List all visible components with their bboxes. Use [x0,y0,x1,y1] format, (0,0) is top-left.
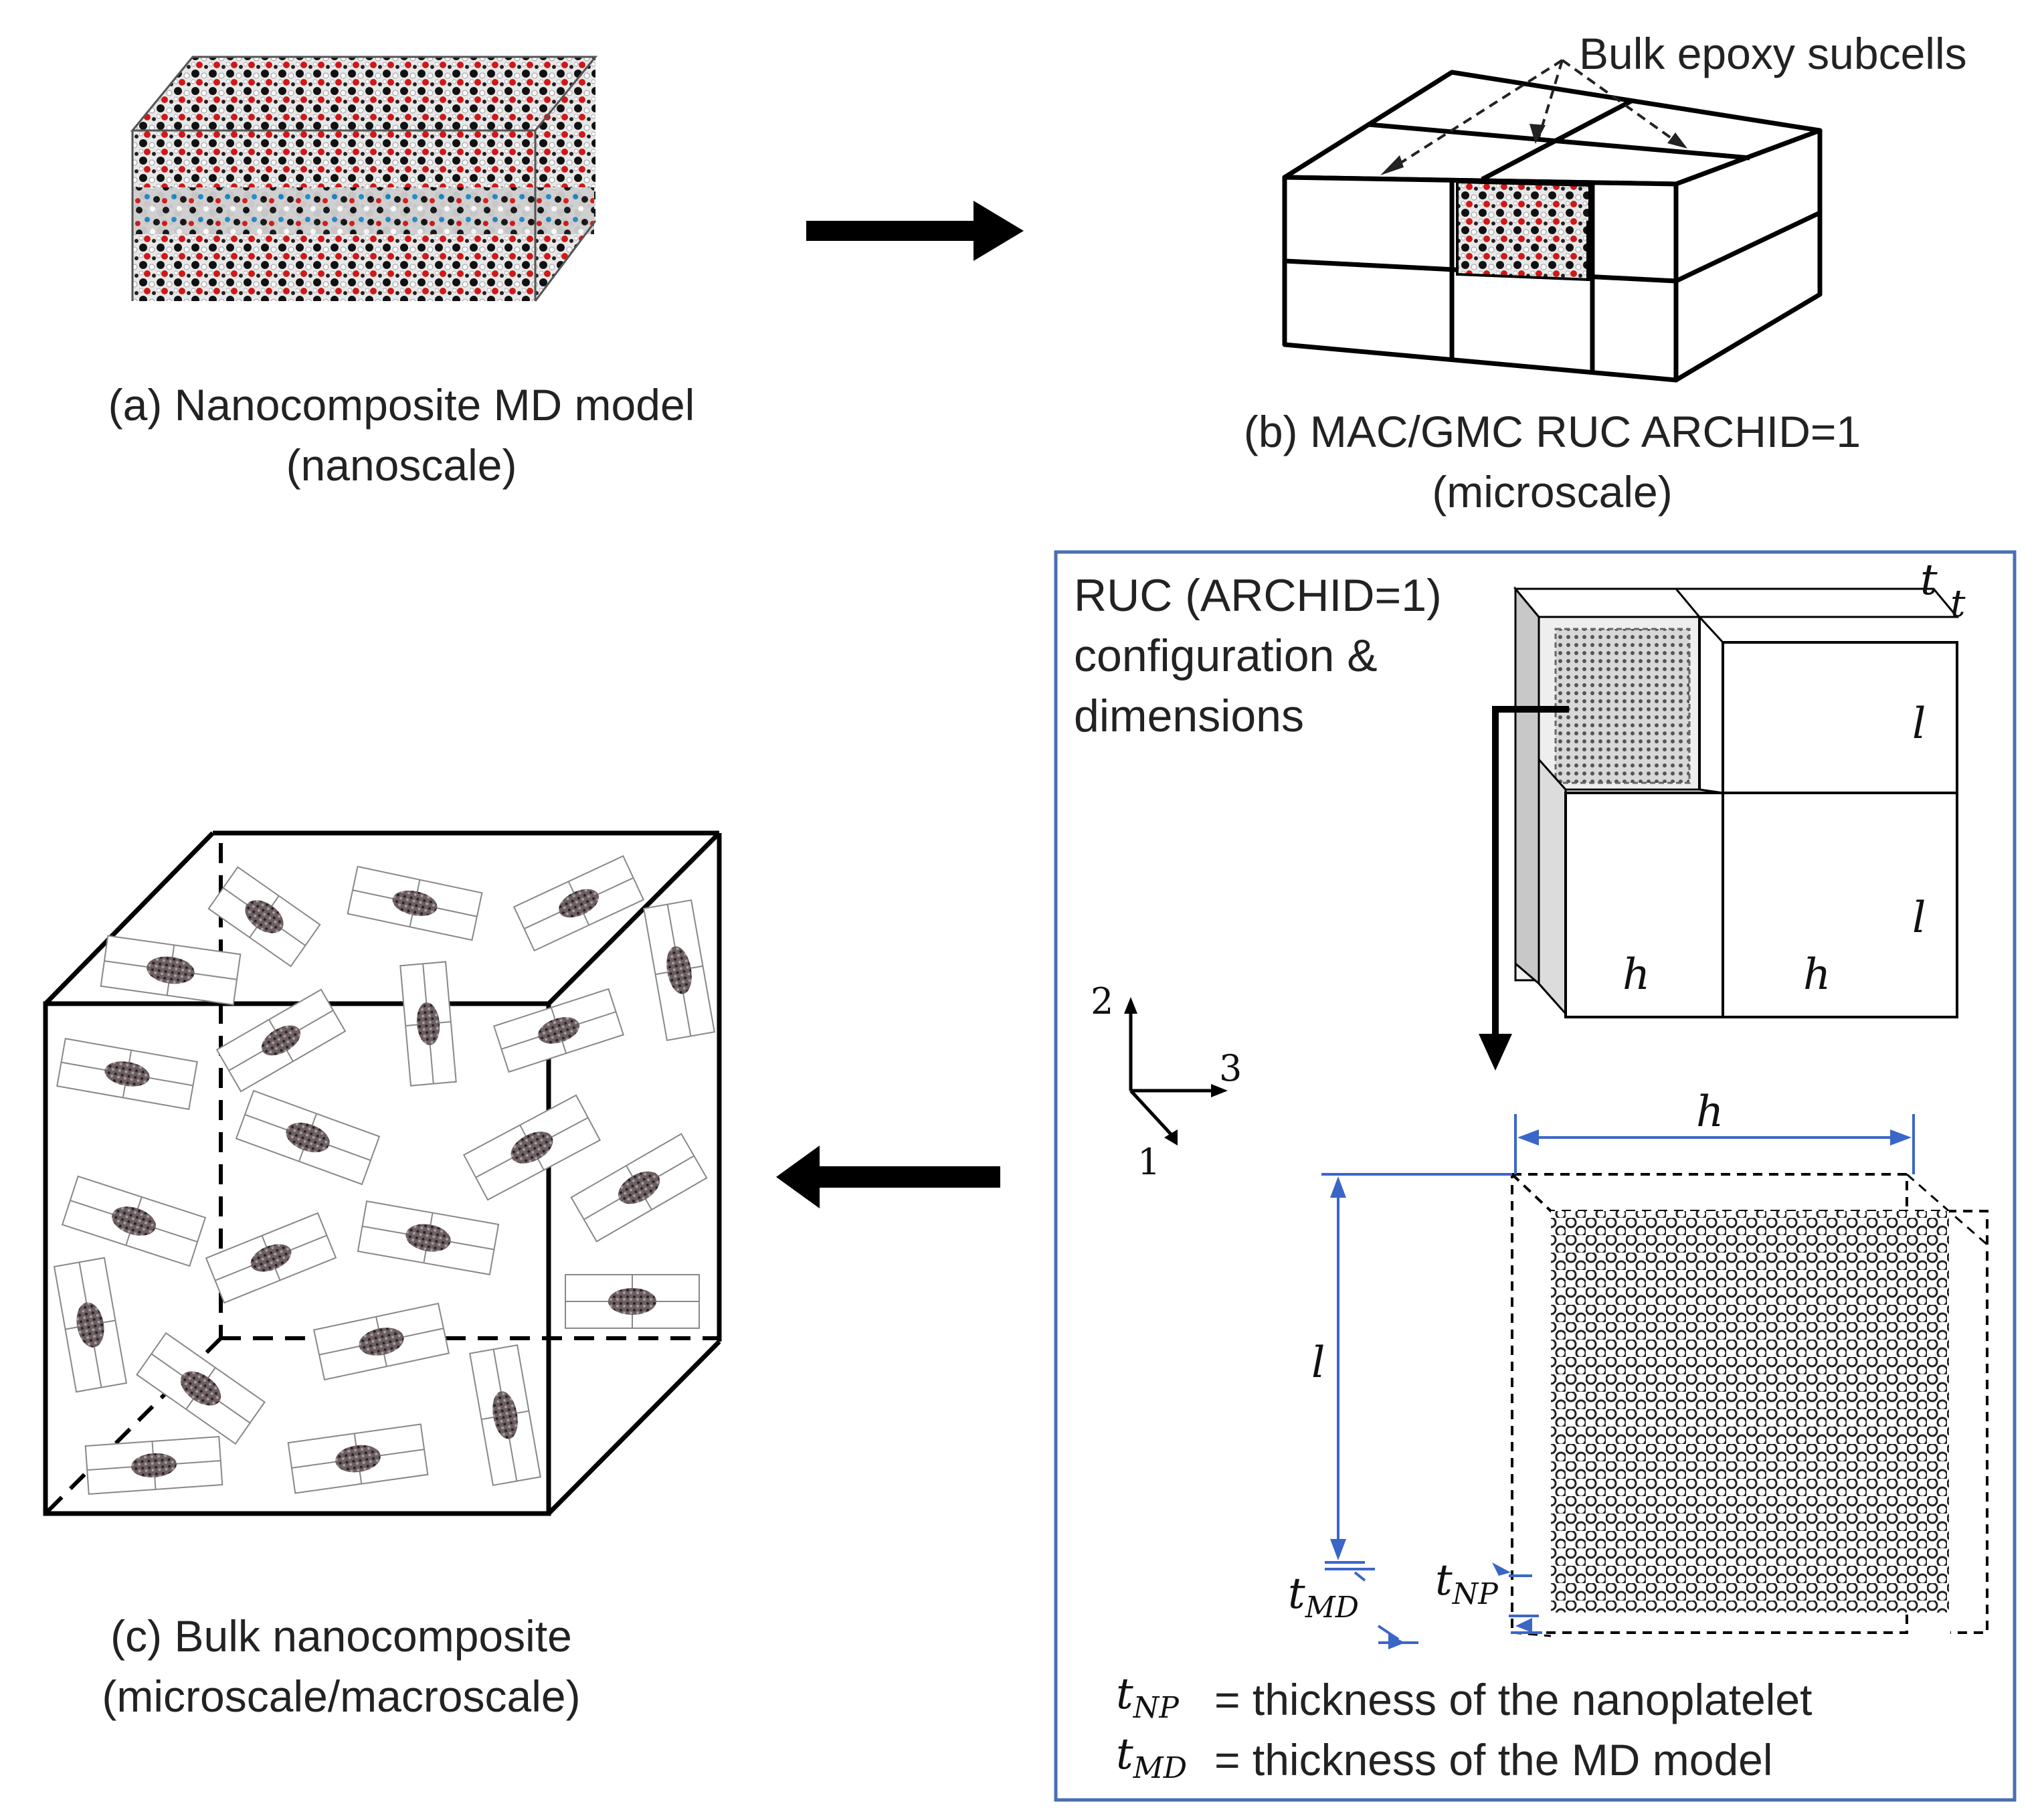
bulk-epoxy-arrowheads [1380,124,1687,175]
legend-np-desc: = thickness of the nanoplatelet [1214,1675,1813,1724]
dimension-lines [1321,1114,1915,1649]
legend-md-base: t [1116,1730,1133,1779]
md-model-image [130,56,598,302]
dim-l-1: l [1912,699,1926,749]
caption-a: (a) Nanocomposite MD model (nanoscale) [54,375,749,495]
caption-a-line1: (a) Nanocomposite MD model [108,380,695,430]
dim-t-1: t [1920,555,1938,605]
legend-t-md-symbol: tMD [1116,1730,1187,1785]
dim-t-2: t [1950,582,1966,626]
t-md-sub: MD [1305,1590,1360,1625]
axis-3-label: 3 [1219,1047,1242,1089]
bulk-epoxy-pointer-arrows [1387,59,1681,172]
ruc-title-line1: RUC (ARCHID=1) [1074,570,1442,621]
arrow-right [806,201,1024,261]
caption-c: (c) Bulk nanocomposite (microscale/macro… [40,1606,642,1726]
ruc-title-line2: configuration & [1074,630,1378,681]
caption-a-line2: (nanoscale) [286,440,517,490]
dim-t-md: tMD [1288,1569,1359,1625]
caption-b-line1: (b) MAC/GMC RUC ARCHID=1 [1243,407,1861,456]
axis-2-label: 2 [1091,980,1114,1022]
bulk-epoxy-label: Bulk epoxy subcells [1579,29,1967,78]
nanoplatelet-detail [1511,1173,1988,1637]
axis-1-label: 1 [1137,1141,1161,1183]
md-subcell-image [1456,180,1593,282]
legend-md-desc: = thickness of the MD model [1214,1735,1773,1785]
down-arrow [1479,706,1569,1071]
dim-h-1: h [1622,950,1651,1000]
dim-h-2: h [1803,950,1831,1000]
caption-c-line2: (microscale/macroscale) [102,1671,581,1721]
caption-c-line1: (c) Bulk nanocomposite [110,1611,572,1661]
ruc-title-line3: dimensions [1074,691,1304,741]
arrow-left [776,1146,1000,1208]
legend-t-np-symbol: tNP [1116,1669,1179,1725]
dim-h-platelet: h [1696,1087,1724,1137]
ruc-detail-frame [1054,550,2017,1802]
dim-l-2: l [1912,893,1926,943]
legend-np-sub: NP [1133,1691,1179,1725]
t-np-base: t [1435,1556,1453,1605]
bulk-cube [43,830,722,1516]
dim-l-platelet: l [1311,1338,1325,1388]
legend-md-sub: MD [1133,1751,1188,1785]
caption-b-line2: (microscale) [1432,467,1673,517]
t-md-base: t [1288,1569,1305,1619]
t-np-sub: NP [1452,1577,1498,1611]
dim-t-np: tNP [1435,1556,1498,1611]
caption-b: (b) MAC/GMC RUC ARCHID=1 (microscale) [1184,401,1920,522]
legend-np-base: t [1116,1669,1133,1719]
ruc-cube-detail [1513,585,1960,1018]
coordinate-axes [1124,997,1228,1146]
embedded-platelets [53,855,715,1495]
